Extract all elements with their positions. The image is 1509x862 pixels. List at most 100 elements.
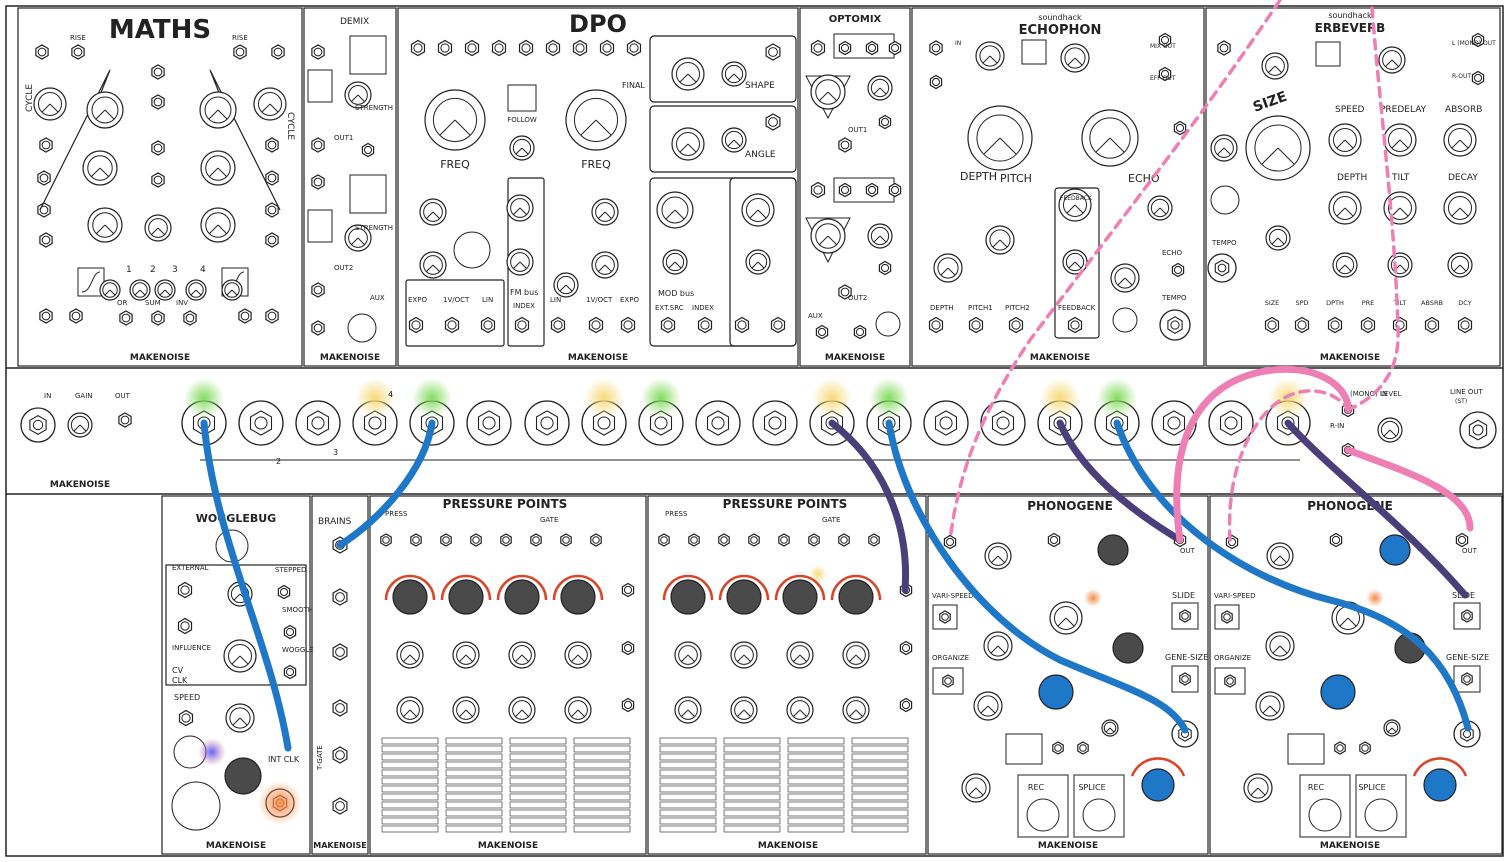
dpo-top-jack-1[interactable] xyxy=(437,39,453,57)
dpo-top-jack-7[interactable] xyxy=(599,39,615,57)
mid-line-out-jack[interactable] xyxy=(1459,411,1497,449)
pg1-j1[interactable] xyxy=(1052,741,1064,755)
echophon-mixout-jack[interactable] xyxy=(1158,32,1172,48)
pp1-top-jack-0[interactable] xyxy=(380,533,392,547)
maths-bus-knob-2[interactable] xyxy=(154,279,176,301)
pg2-splice-button[interactable] xyxy=(1364,798,1398,832)
maths-jack-a3[interactable] xyxy=(151,94,165,110)
echophon-in-knob[interactable] xyxy=(975,41,1005,71)
erb-tempo-jack[interactable] xyxy=(1207,253,1237,283)
dpo-top-jack-3[interactable] xyxy=(491,39,507,57)
maths-vari-knob-2[interactable] xyxy=(200,207,236,243)
pp2-top-jack-3[interactable] xyxy=(748,533,760,547)
echophon-pitch-attn[interactable] xyxy=(985,225,1015,255)
pp2-row2-knob-1[interactable] xyxy=(730,641,758,669)
maths-jack-b0[interactable] xyxy=(39,137,53,153)
pp1-out3[interactable] xyxy=(621,697,635,713)
pg1-sos-knob[interactable] xyxy=(1097,534,1129,566)
erb-in-jack[interactable] xyxy=(1217,40,1231,56)
demix-jack-4[interactable] xyxy=(311,320,325,336)
pg1-vs-knob[interactable] xyxy=(983,631,1013,661)
maths-out-jack-0[interactable] xyxy=(39,308,53,324)
erb-in-knob[interactable] xyxy=(1261,52,1289,80)
pp2-row3-knob-2[interactable] xyxy=(786,696,814,724)
maths-bus-knob-3[interactable] xyxy=(185,279,207,301)
demix-jack-3[interactable] xyxy=(311,282,325,298)
pp2-top-jack-4[interactable] xyxy=(778,533,790,547)
maths-out-jack-5[interactable] xyxy=(238,308,252,324)
pp1-row3-knob-3[interactable] xyxy=(564,696,592,724)
dpo-fine-knob[interactable] xyxy=(509,135,535,161)
pg2-varispeed-jack[interactable] xyxy=(1221,610,1233,624)
dpo-final-attn[interactable] xyxy=(745,249,771,275)
pg1-knob-b[interactable] xyxy=(961,773,991,803)
pp1-row3-knob-0[interactable] xyxy=(396,696,424,724)
dpo-top-jack-8[interactable] xyxy=(626,39,642,57)
pp2-touch-knob-3[interactable] xyxy=(838,579,874,615)
pp2-top-jack-1[interactable] xyxy=(688,533,700,547)
wog-influence-knob[interactable] xyxy=(223,639,257,673)
optomix-aux-jack[interactable] xyxy=(815,324,829,340)
dpo-shape-jack[interactable] xyxy=(765,43,781,61)
pg2-organize-jack[interactable] xyxy=(1224,674,1236,688)
brains-jack-4[interactable] xyxy=(332,746,348,764)
erb-depth-knob[interactable] xyxy=(1328,191,1362,225)
erb-speed-knob[interactable] xyxy=(1328,123,1362,157)
maths-jack-b8[interactable] xyxy=(39,232,53,248)
pp2-touch-knob-2[interactable] xyxy=(782,579,818,615)
dpo-angle-knob[interactable] xyxy=(671,127,705,161)
maths-out-jack-1[interactable] xyxy=(69,308,83,324)
maths-rise-knob-2[interactable] xyxy=(199,91,237,129)
dpo-bottom-jack-3[interactable] xyxy=(514,316,530,334)
pp1-out2[interactable] xyxy=(621,640,635,656)
pp1-row2-knob-2[interactable] xyxy=(508,641,536,669)
dpo-bottom-jack-9[interactable] xyxy=(734,316,750,334)
dpo-fm-knob-1[interactable] xyxy=(506,194,534,222)
erb-r-out[interactable] xyxy=(1471,70,1485,86)
erb-decay-attn[interactable] xyxy=(1447,252,1473,278)
echophon-echo-knob[interactable] xyxy=(1081,109,1139,167)
wog-ext-jack[interactable] xyxy=(177,581,193,599)
echophon-bottom-jack-0[interactable] xyxy=(928,316,944,334)
pg2-j2[interactable] xyxy=(1359,741,1371,755)
mid-jack-18[interactable] xyxy=(1208,400,1254,446)
echophon-pitch-knob[interactable] xyxy=(967,105,1033,171)
maths-bus-knob-4[interactable] xyxy=(221,279,243,301)
erb-size-knob[interactable] xyxy=(1245,115,1311,181)
pg2-knob-b[interactable] xyxy=(1243,773,1273,803)
mid-jack-2[interactable] xyxy=(295,400,341,446)
echophon-clk-knob[interactable] xyxy=(1110,263,1140,293)
dpo-freq-knob-2[interactable] xyxy=(565,89,627,151)
mid-big-in[interactable] xyxy=(20,407,56,443)
erb-size-attn[interactable] xyxy=(1265,225,1291,251)
pg2-sos-knob[interactable] xyxy=(1379,534,1411,566)
echophon-fb-attn[interactable] xyxy=(1062,249,1088,275)
mid-jack-6[interactable] xyxy=(524,400,570,446)
brains-jack-1[interactable] xyxy=(332,588,348,606)
dpo-top-jack-2[interactable] xyxy=(464,39,480,57)
pp1-touch-knob-1[interactable] xyxy=(448,579,484,615)
pg1-in-jack[interactable] xyxy=(943,534,957,550)
optomix-jack-2d[interactable] xyxy=(888,182,902,198)
pp2-top-jack-7[interactable] xyxy=(868,533,880,547)
echophon-in-jack[interactable] xyxy=(929,40,943,56)
optomix-out2-jack[interactable] xyxy=(838,284,852,300)
erb-tilt-knob[interactable] xyxy=(1383,191,1417,225)
pg1-slide-knob[interactable] xyxy=(1112,632,1144,664)
pp2-out2[interactable] xyxy=(899,640,913,656)
erb-bottom-jack-0[interactable] xyxy=(1264,316,1280,334)
erb-decay-knob[interactable] xyxy=(1443,191,1477,225)
dpo-top-jack-6[interactable] xyxy=(572,39,588,57)
maths-rise-knob-1[interactable] xyxy=(86,91,124,129)
dpo-bottom-jack-0[interactable] xyxy=(408,316,424,334)
echophon-bottom-jack-1[interactable] xyxy=(968,316,984,334)
maths-fall-knob-1[interactable] xyxy=(82,150,118,186)
optomix-knob-1[interactable] xyxy=(810,74,846,110)
mid-out-jack[interactable] xyxy=(118,412,132,428)
pp1-top-jack-4[interactable] xyxy=(500,533,512,547)
brains-jack-2[interactable] xyxy=(332,643,348,661)
pg2-slide-jack[interactable] xyxy=(1461,609,1473,623)
optomix-jack-2b[interactable] xyxy=(838,182,852,198)
pg2-organize-knob[interactable] xyxy=(1320,674,1356,710)
mid-gain-knob[interactable] xyxy=(67,412,93,438)
